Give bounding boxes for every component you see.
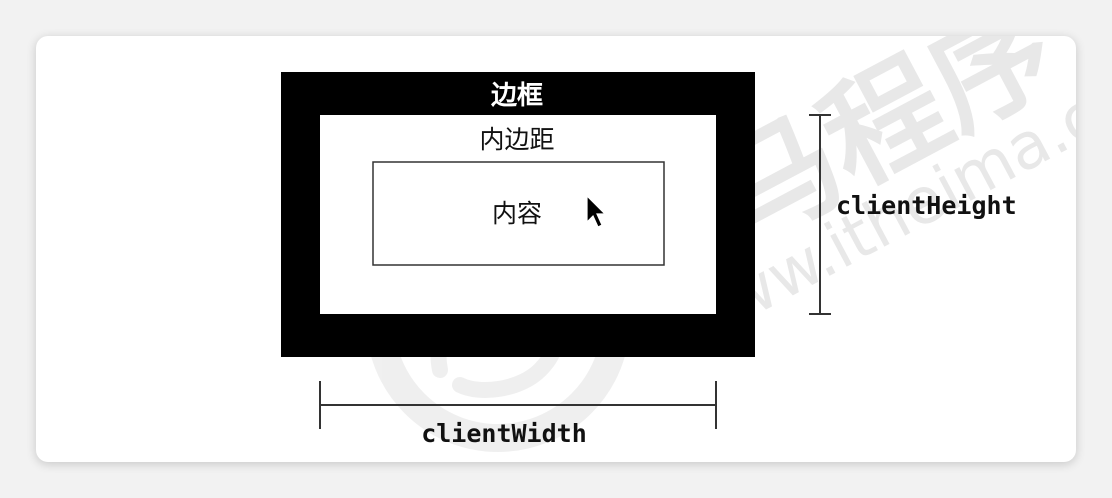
client-height-dimension [809,114,831,315]
padding-label: 内边距 [479,125,554,154]
client-width-dimension [319,381,717,429]
border-label: 边框 [491,81,543,111]
client-width-label: clientWidth [421,419,587,448]
content-label: 内容 [492,199,542,228]
diagram-card: 黑马程序 www.itheima.c 边框 内边距 内容 clientHeigh… [36,36,1076,462]
box-model-diagram: 黑马程序 www.itheima.c 边框 内边距 内容 clientHeigh… [281,36,1076,452]
client-height-label: clientHeight [836,191,1017,220]
content-box [372,161,665,266]
padding-box [320,115,716,314]
mouse-cursor-icon [586,194,607,228]
